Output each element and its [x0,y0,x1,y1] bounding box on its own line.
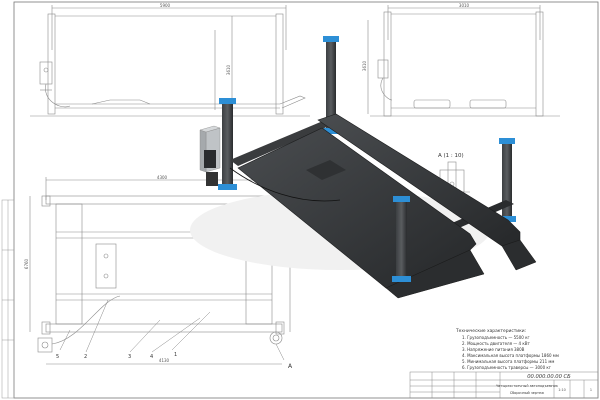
title-block [409,371,599,399]
front-width-dim: 5900 [160,3,171,8]
front-elevation-view [30,5,310,117]
callout-1: 1 [174,352,177,358]
callout-4: 4 [150,354,153,360]
sheet-number: 1 [590,388,592,392]
side-width-dim: 3010 [459,3,470,8]
plan-bottom-dim: 4130 [159,358,170,363]
callout-leaders [59,299,285,361]
spec-item-1: 1. Грузоподъемность — 5500 кг [462,335,530,340]
detail-view-label: А (1 : 10) [438,153,464,159]
ramp-left [385,249,485,299]
plan-width-dim: 4300 [157,175,168,180]
callout-2: 2 [84,354,87,360]
plan-length-dim: 6760 [24,258,29,269]
front-height-dim: 3610 [226,64,231,75]
spec-item-5: 5. Минимальная высота платформы 211 мм [462,359,554,364]
post-front-left [222,98,233,190]
post-front-right [396,196,407,280]
doc-code: 00.000.00.00 СБ [527,374,571,380]
spec-item-6: 6. Грузоподъемность траверсы — 3000 кг [462,365,551,370]
product-name: Четырехстоечный автоподъемник [496,384,558,388]
left-margin-strip [1,199,15,399]
side-elevation-view [367,5,560,117]
post-back-left [326,36,336,132]
ramp-right [501,239,537,271]
lift-isometric-render [190,36,537,299]
doc-type: Сборочный чертеж [510,391,544,395]
spec-item-3: 3. Напряжение питания 380В [462,347,525,352]
scale-value: 1:10 [558,388,566,392]
specs-title: Технические характеристики: [455,328,526,334]
callout-3: 3 [128,354,131,360]
side-height-dim: 3610 [362,60,367,71]
technical-specs: Технические характеристики: 1. Грузоподъ… [455,328,559,370]
control-cabinet [199,125,221,186]
spec-item-4: 4. Максимальная высота платформы 1860 мм [462,353,559,358]
cross-beam-back [230,118,338,166]
callout-5: 5 [56,354,59,360]
spec-item-2: 2. Мощность двигателя — 4 кВт [462,341,531,346]
section-marker: А [288,363,293,370]
post-back-right [502,138,512,220]
